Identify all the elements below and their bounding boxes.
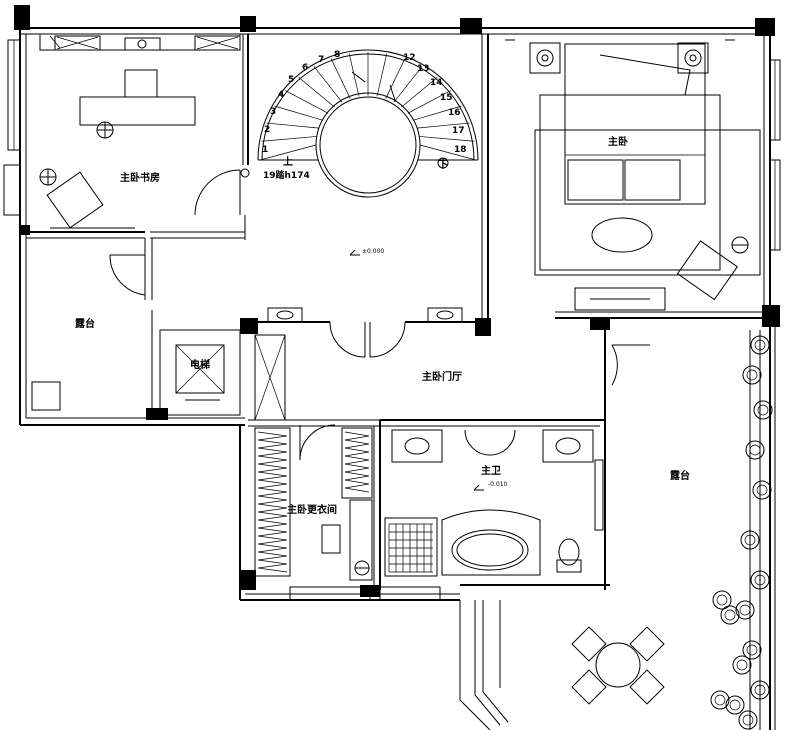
- exterior-walls: [19, 27, 776, 730]
- room-elevator: 电梯: [190, 358, 210, 371]
- stair-tread: [259, 144, 317, 161]
- stair-tread: [401, 76, 438, 108]
- shrub: [725, 695, 745, 715]
- spiral-staircase: 1 2 3 4 5 6 7 8 12 13 14 15 16 17 18 上 下…: [240, 49, 479, 198]
- stair-tread: [348, 53, 360, 97]
- shrub: [742, 365, 762, 385]
- shrub: [732, 655, 752, 675]
- stair-tread: [274, 105, 324, 121]
- shrub: [720, 605, 740, 625]
- room-terrace-right: 露台: [670, 469, 690, 482]
- shrub: [750, 570, 770, 590]
- stair-tread: [261, 136, 317, 142]
- shrub: [750, 335, 770, 355]
- columns: [14, 5, 780, 597]
- stair-tread: [376, 53, 388, 97]
- stair-step-18: 18: [454, 145, 467, 155]
- stair-tread: [313, 66, 343, 103]
- stair-step-13: 13: [417, 64, 430, 74]
- room-master-bedroom: 主卧: [608, 135, 628, 148]
- shrub: [745, 440, 765, 460]
- shrub: [742, 640, 762, 660]
- bathroom-fixtures: [384, 429, 604, 577]
- study-furniture: [39, 35, 241, 229]
- stair-step-16: 16: [448, 108, 461, 118]
- stair-step-1: 1: [262, 145, 268, 155]
- stair-tread: [412, 105, 462, 121]
- bedroom-furniture: [505, 39, 761, 311]
- foyer-fixtures: [267, 249, 463, 323]
- stair-step-6: 6: [302, 63, 308, 73]
- shrub: [740, 530, 760, 550]
- room-closet: 主卧更衣间: [287, 503, 337, 516]
- stair-note: 19踏h174: [263, 169, 310, 181]
- shrub: [753, 400, 773, 420]
- stair-tread: [266, 122, 320, 129]
- level-markers: ±0.000 -0.010: [362, 248, 508, 491]
- left-terrace: [31, 381, 61, 411]
- stair-step-2: 2: [264, 125, 270, 135]
- stair-step-3: 3: [270, 107, 276, 117]
- stair-tread: [407, 90, 451, 114]
- shrub: [712, 590, 732, 610]
- shrub: [710, 690, 730, 710]
- stair-tread: [419, 136, 475, 142]
- stair-step-15: 15: [440, 93, 453, 103]
- partitions: [26, 34, 770, 590]
- shrub: [750, 680, 770, 700]
- stair-up-label: 上: [283, 155, 293, 168]
- shrub: [752, 480, 772, 500]
- terrace-furniture: [459, 330, 773, 730]
- shrub: [738, 710, 758, 730]
- closet-fixtures: [254, 427, 373, 581]
- room-labels: 主卧书房 主卧 露台 电梯 主卧门厅 主卫 主卧更衣间 露台: [75, 135, 690, 516]
- foyer-level: ±0.000: [362, 248, 384, 255]
- room-foyer: 主卧门厅: [422, 370, 462, 383]
- stair-step-14: 14: [430, 78, 443, 88]
- stair-tread: [416, 122, 470, 129]
- stair-step-8: 8: [334, 50, 340, 60]
- stair-step-7: 7: [318, 55, 324, 65]
- room-terrace-left: 露台: [75, 317, 95, 330]
- stair-tread: [330, 58, 351, 99]
- shrub: [735, 600, 755, 620]
- stair-step-5: 5: [288, 75, 294, 85]
- stair-tread: [393, 66, 423, 103]
- stair-step-17: 17: [452, 126, 465, 136]
- stair-step-12: 12: [403, 53, 416, 63]
- stair-tread: [285, 90, 329, 114]
- stair-tread: [385, 58, 406, 99]
- stair-tread: [419, 144, 477, 161]
- stair-tread: [298, 76, 335, 108]
- room-study: 主卧书房: [120, 171, 160, 184]
- bath-level: -0.010: [488, 481, 508, 488]
- doors: [109, 169, 650, 461]
- stair-step-4: 4: [278, 90, 284, 100]
- room-master-bath: 主卫: [481, 464, 501, 477]
